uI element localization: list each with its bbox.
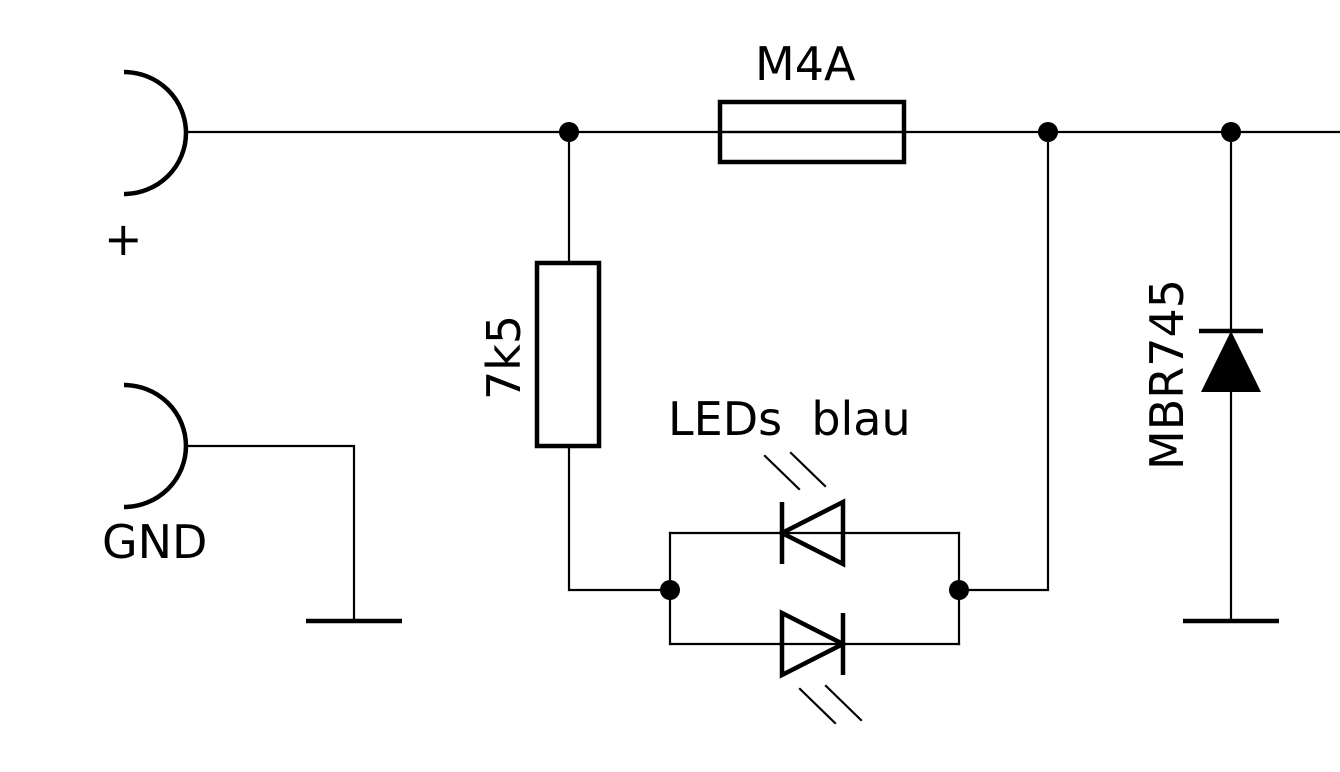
gnd-connector [123, 382, 402, 624]
schottky-diode [1183, 122, 1279, 624]
plus-label: + [104, 212, 143, 266]
led-upper [668, 451, 961, 568]
resistor-label: 7k5 [477, 315, 531, 400]
led-network [660, 130, 1050, 725]
fuse [717, 99, 907, 165]
diode-label: MBR745 [1140, 279, 1194, 470]
junction-dot [1038, 122, 1058, 142]
resistor [534, 130, 672, 592]
leds-label: LEDs blau [668, 392, 911, 446]
gnd-label: GND [102, 515, 207, 569]
fuse-label: M4A [755, 37, 856, 91]
led-lower [668, 609, 961, 725]
